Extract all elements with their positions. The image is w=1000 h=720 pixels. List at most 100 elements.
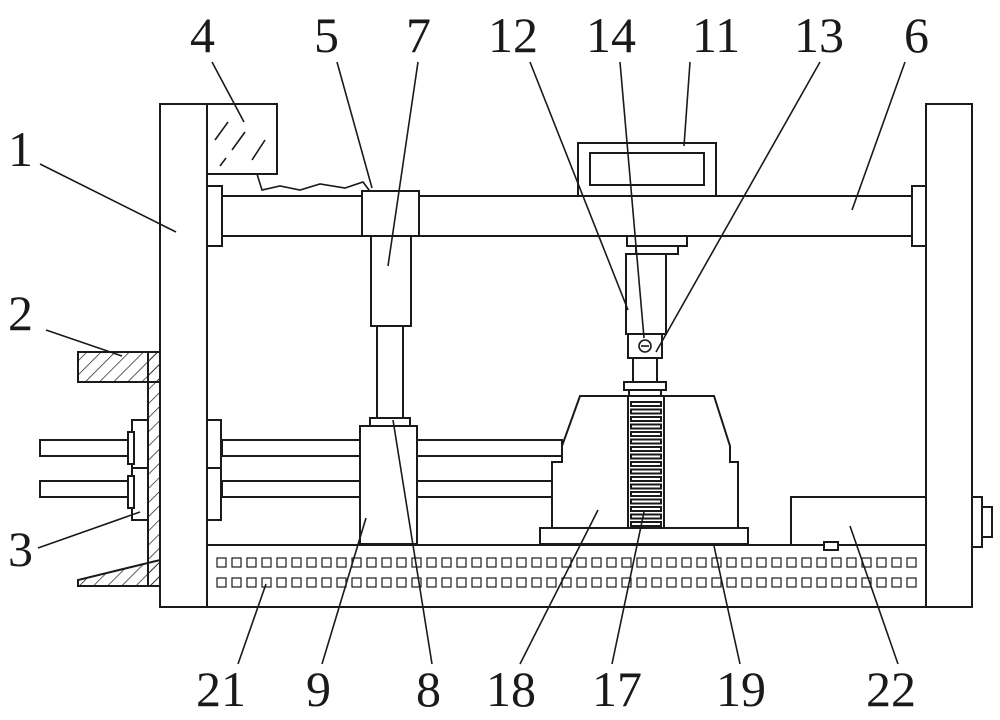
label-21: 21 [196, 661, 246, 717]
control-box [790, 496, 927, 551]
rack-cell [306, 557, 317, 568]
rack-cell [276, 577, 287, 588]
spring-coil [630, 431, 662, 437]
spring-coil [630, 513, 662, 520]
spring-coil [630, 416, 662, 422]
spring-coil [630, 453, 662, 460]
rack-cell [846, 557, 857, 568]
label-11: 11 [692, 7, 740, 63]
rack-cell [576, 557, 587, 568]
rack-cell [276, 557, 287, 568]
rack-cell [666, 557, 677, 568]
rack-cell [381, 577, 392, 588]
vertical-lift [359, 190, 420, 545]
rack-cell [441, 557, 452, 568]
rack-cell [321, 577, 332, 588]
rack-cell [501, 577, 512, 588]
right-column [925, 103, 973, 608]
label-22: 22 [866, 661, 916, 717]
rack-cell [441, 577, 452, 588]
press-assembly [623, 235, 688, 397]
right-knob [971, 496, 983, 548]
spring-coil [630, 408, 662, 415]
rack-cell [336, 557, 347, 568]
spring [627, 395, 665, 529]
motor-box [206, 103, 278, 175]
rack-cell [726, 557, 737, 568]
base-block [551, 395, 739, 529]
spring-coil [630, 438, 662, 445]
rack-cell [816, 577, 827, 588]
rack-cell [396, 557, 407, 568]
rack-cell [696, 577, 707, 588]
label-9: 9 [306, 661, 331, 717]
rack-cell [831, 557, 842, 568]
rack-cell [816, 557, 827, 568]
rack-cell [456, 577, 467, 588]
rack-cell [606, 577, 617, 588]
rack-cell [801, 577, 812, 588]
rack-cell [786, 577, 797, 588]
left-column [159, 103, 208, 608]
rack-cell [366, 557, 377, 568]
rack-cell [681, 577, 692, 588]
label-14: 14 [586, 7, 636, 63]
rack-cell [231, 557, 242, 568]
rack-cell [231, 577, 242, 588]
rack-cell [651, 577, 662, 588]
rack-cell [336, 577, 347, 588]
rack-cell [486, 557, 497, 568]
rack-cell [471, 557, 482, 568]
rack-cell [216, 557, 227, 568]
rack-cell [411, 577, 422, 588]
label-7: 7 [406, 7, 431, 63]
label-12: 12 [488, 7, 538, 63]
rack-cell [426, 577, 437, 588]
label-3: 3 [8, 521, 33, 577]
rack-cell [756, 577, 767, 588]
rack-cell [741, 557, 752, 568]
rack-cell [246, 577, 257, 588]
rack-cell [711, 577, 722, 588]
rack-cell [846, 577, 857, 588]
rack-cell [426, 557, 437, 568]
spring-coil [630, 506, 662, 512]
rack-cell [831, 577, 842, 588]
rack-cell [636, 577, 647, 588]
rack-cell [801, 557, 812, 568]
rack-cell [381, 557, 392, 568]
spring-coil [630, 468, 662, 475]
rack-cell [756, 557, 767, 568]
spring-coil [630, 461, 662, 467]
label-13: 13 [794, 7, 844, 63]
label-1: 1 [8, 121, 33, 177]
rack-cell [621, 557, 632, 568]
guide-rods [39, 419, 563, 521]
rack-cell [516, 557, 527, 568]
rack-cell [546, 577, 557, 588]
rack-cell [246, 557, 257, 568]
rack-cell [486, 577, 497, 588]
rack-cell [681, 557, 692, 568]
rack-cell [546, 557, 557, 568]
rack-cell [261, 577, 272, 588]
rack-cell [291, 577, 302, 588]
spring-coil [630, 491, 662, 497]
rack-cell [651, 557, 662, 568]
rack-cell [786, 557, 797, 568]
wall-mount [77, 351, 161, 587]
label-17: 17 [592, 661, 642, 717]
leader-lines [37, 61, 906, 665]
label-8: 8 [416, 661, 441, 717]
base-plate [539, 527, 749, 545]
label-5: 5 [314, 7, 339, 63]
cable [256, 173, 373, 195]
spring-coil [630, 446, 662, 452]
rack-cell [726, 577, 737, 588]
rack-cell [741, 577, 752, 588]
part-labels: 1 2 3 4 5 7 12 14 11 13 6 21 9 8 18 17 1… [8, 7, 929, 717]
rack-cell [876, 557, 887, 568]
rack-cell [321, 557, 332, 568]
rack-cell [891, 557, 902, 568]
